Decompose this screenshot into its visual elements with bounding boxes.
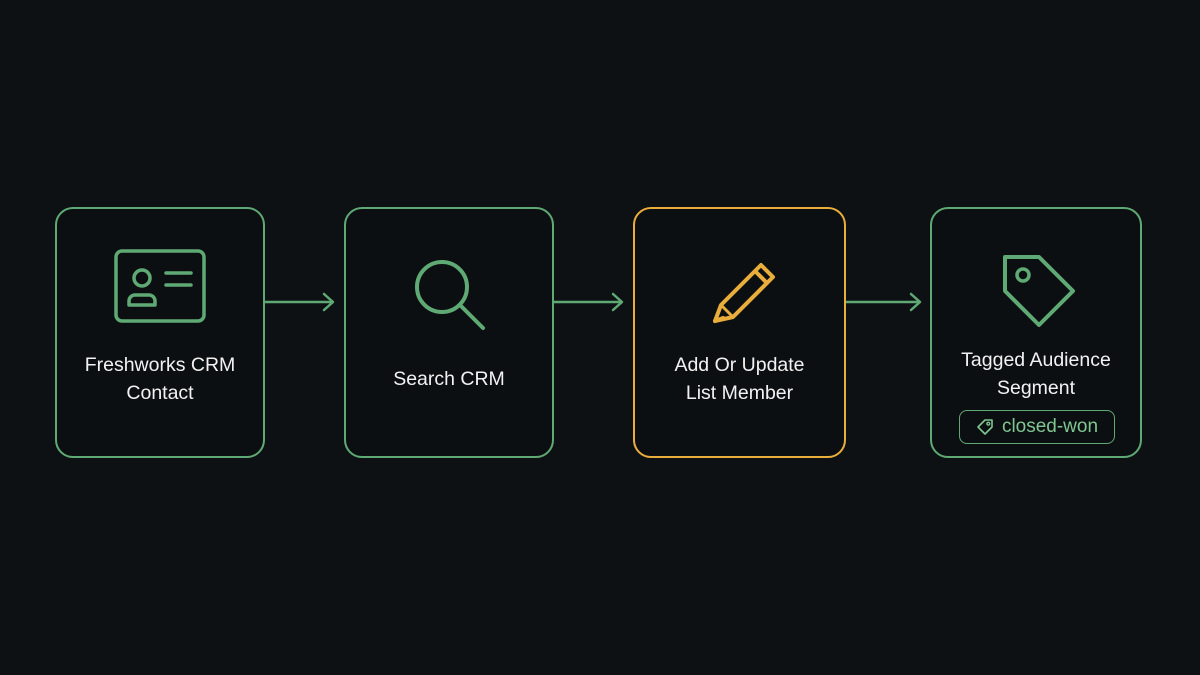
node-label: Tagged Audience Segment [961,349,1111,399]
flow-arrow [554,292,624,312]
node-label: Freshworks CRM Contact [84,354,236,404]
tag-chip-closed-won[interactable]: closed-won [959,410,1115,444]
node-label: Add Or Update List Member [674,354,805,404]
flow-arrow [265,292,335,312]
tag-icon [977,419,993,435]
tag-icon [1003,255,1075,327]
node-label: Search CRM [393,368,505,390]
node-freshworks-crm-contact[interactable]: Freshworks CRM Contact [55,207,265,458]
contact-card-icon [114,249,206,323]
tag-label: closed-won [1001,416,1099,437]
node-search-crm[interactable]: Search CRM [344,207,554,458]
pencil-icon [712,263,775,323]
search-icon [415,260,485,330]
flow-arrow [846,292,922,312]
node-add-or-update-list-member[interactable]: Add Or Update List Member [633,207,846,458]
node-tagged-audience-segment[interactable]: Tagged Audience Segment closed-won [930,207,1142,458]
